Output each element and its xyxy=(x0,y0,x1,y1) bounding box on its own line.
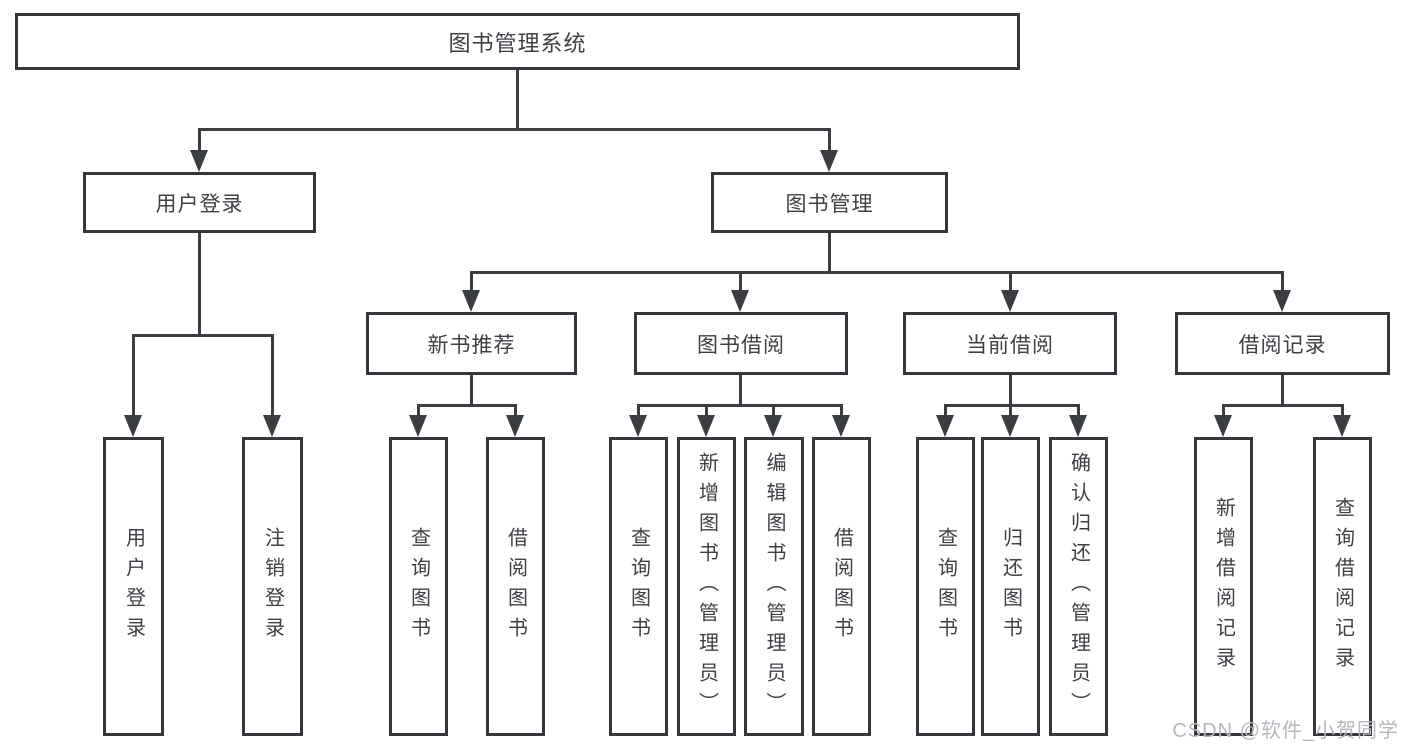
leaf-label: 归还图书 xyxy=(999,526,1022,647)
connector-line xyxy=(1009,404,1012,418)
node-current-borrow: 当前借阅 xyxy=(903,312,1117,375)
arrowhead-down-icon xyxy=(697,415,715,437)
leaf-bb-borrow-books: 借阅图书 xyxy=(812,437,871,736)
arrowhead-down-icon xyxy=(1069,415,1087,437)
leaf-label: 确认归还（管理员） xyxy=(1067,451,1090,722)
leaf-label: 查询借阅记录 xyxy=(1331,496,1354,677)
leaf-label: 查询图书 xyxy=(627,526,650,647)
connector-line xyxy=(840,404,843,418)
connector-line xyxy=(1077,404,1080,418)
connector-line xyxy=(470,271,473,292)
connector-line xyxy=(417,404,517,407)
leaf-logout: 注销登录 xyxy=(242,437,303,736)
connector-line xyxy=(198,128,201,152)
connector-line xyxy=(132,334,274,337)
leaf-label: 借阅图书 xyxy=(830,526,853,647)
arrowhead-down-icon xyxy=(190,150,208,172)
connector-line xyxy=(637,404,842,407)
connector-line xyxy=(470,271,1283,274)
connector-line xyxy=(132,334,135,416)
connector-line xyxy=(772,404,775,418)
arrowhead-down-icon xyxy=(409,415,427,437)
node-label: 用户登录 xyxy=(155,192,244,216)
connector-line xyxy=(739,271,742,292)
leaf-label: 注销登录 xyxy=(261,526,284,647)
arrowhead-down-icon xyxy=(263,415,281,437)
connector-line xyxy=(828,233,831,273)
connector-line xyxy=(1222,404,1343,407)
leaf-label: 新增图书（管理员） xyxy=(695,451,718,722)
node-book-management: 图书管理 xyxy=(711,172,948,233)
connector-line xyxy=(705,404,708,418)
leaf-label: 编辑图书（管理员） xyxy=(763,451,785,722)
node-book-borrow: 图书借阅 xyxy=(634,312,848,375)
arrowhead-down-icon xyxy=(820,150,838,172)
leaf-user-login: 用户登录 xyxy=(103,437,164,736)
arrowhead-down-icon xyxy=(1273,290,1291,312)
leaf-bb-add-books: 新增图书（管理员） xyxy=(677,437,736,736)
node-label: 图书管理 xyxy=(785,192,874,216)
leaf-nb-borrow-books: 借阅图书 xyxy=(486,437,545,736)
connector-line xyxy=(271,334,274,416)
node-new-book-recommend: 新书推荐 xyxy=(366,312,577,375)
arrowhead-down-icon xyxy=(629,415,647,437)
leaf-br-add-record: 新增借阅记录 xyxy=(1194,437,1253,736)
connector-line xyxy=(514,404,517,418)
arrowhead-down-icon xyxy=(832,415,850,437)
arrowhead-down-icon xyxy=(462,290,480,312)
arrowhead-down-icon xyxy=(936,415,954,437)
connector-line xyxy=(417,404,420,418)
connector-line xyxy=(1009,375,1012,406)
arrowhead-down-icon xyxy=(731,290,749,312)
connector-line xyxy=(828,128,831,152)
connector-line xyxy=(637,404,640,418)
leaf-cb-query-books: 查询图书 xyxy=(916,437,975,736)
node-label: 图书管理系统 xyxy=(448,30,587,56)
connector-line xyxy=(516,70,519,130)
leaf-label: 用户登录 xyxy=(122,526,145,647)
leaf-bb-query-books: 查询图书 xyxy=(609,437,668,736)
connector-line xyxy=(739,375,742,406)
leaf-label: 借阅图书 xyxy=(504,526,527,647)
node-borrow-records: 借阅记录 xyxy=(1175,312,1390,375)
leaf-cb-return-books: 归还图书 xyxy=(981,437,1040,736)
connector-line xyxy=(1222,404,1225,418)
leaf-label: 查询图书 xyxy=(407,526,430,647)
connector-line xyxy=(470,375,473,406)
node-label: 新书推荐 xyxy=(427,333,516,357)
node-library-management-system: 图书管理系统 xyxy=(15,13,1020,70)
node-label: 借阅记录 xyxy=(1238,333,1327,357)
node-label: 图书借阅 xyxy=(697,333,785,357)
arrowhead-down-icon xyxy=(1333,415,1351,437)
csdn-watermark: CSDN @软件_小贺同学 xyxy=(1172,720,1399,742)
arrowhead-down-icon xyxy=(1001,415,1019,437)
connector-line xyxy=(198,128,831,131)
leaf-cb-confirm-return: 确认归还（管理员） xyxy=(1049,437,1108,736)
leaf-label: 查询图书 xyxy=(934,526,957,647)
arrowhead-down-icon xyxy=(506,415,524,437)
arrowhead-down-icon xyxy=(1001,290,1019,312)
leaf-bb-edit-books: 编辑图书（管理员） xyxy=(744,437,804,736)
node-user-login: 用户登录 xyxy=(83,172,316,233)
connector-line xyxy=(944,404,947,418)
connector-line xyxy=(1009,271,1012,292)
leaf-br-query-record: 查询借阅记录 xyxy=(1313,437,1372,736)
connector-line xyxy=(1281,375,1284,406)
node-label: 当前借阅 xyxy=(966,333,1054,357)
connector-line xyxy=(1341,404,1344,418)
connector-line xyxy=(198,233,201,336)
connector-line xyxy=(1281,271,1284,292)
leaf-nb-query-books: 查询图书 xyxy=(389,437,448,736)
arrowhead-down-icon xyxy=(764,415,782,437)
arrowhead-down-icon xyxy=(124,415,142,437)
leaf-label: 新增借阅记录 xyxy=(1212,496,1235,677)
arrowhead-down-icon xyxy=(1214,415,1232,437)
